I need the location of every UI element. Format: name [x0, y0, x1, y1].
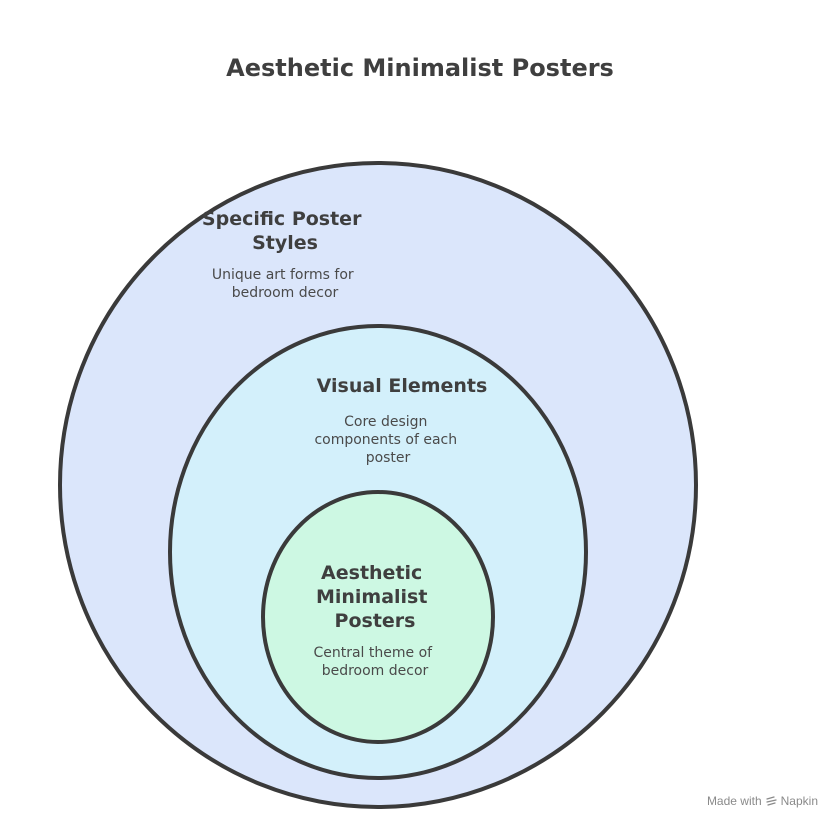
ring-middle-label-line-1: Visual Elements	[317, 375, 488, 397]
ring-inner-label: Aesthetic Minimalist Posters	[316, 562, 434, 632]
ring-inner: Aesthetic Minimalist Posters Central the…	[261, 490, 495, 744]
watermark-brand: Napkin	[780, 794, 818, 808]
ring-inner-label-line-3: Posters	[335, 610, 416, 632]
ring-outer-desc: Unique art forms for bedroom decor	[212, 267, 358, 301]
ring-middle-desc-line-3: poster	[366, 450, 411, 466]
ring-middle-desc: Core design components of each poster	[314, 414, 461, 466]
ring-inner-shape	[261, 490, 495, 744]
ring-outer-label-line-2: Styles	[252, 232, 318, 254]
ring-outer-desc-line-2: bedroom decor	[232, 285, 339, 301]
ring-inner-desc-line-2: bedroom decor	[322, 663, 429, 679]
ring-middle-desc-line-2: components of each	[314, 432, 457, 448]
ring-middle-desc-line-1: Core design	[344, 414, 427, 430]
ring-inner-label-line-1: Aesthetic	[321, 562, 422, 584]
watermark-prefix: Made with	[706, 794, 762, 808]
ring-middle-label: Visual Elements	[317, 375, 488, 397]
napkin-watermark: Made with Napkin	[707, 794, 818, 808]
napkin-logo-icon	[765, 795, 777, 806]
diagram-title: Aesthetic Minimalist Posters	[226, 54, 614, 82]
ring-inner-label-line-2: Minimalist	[316, 586, 428, 608]
ring-inner-desc: Central theme of bedroom decor	[313, 645, 436, 679]
ring-inner-desc-line-1: Central theme of	[313, 645, 433, 661]
ring-outer-label-line-1: Specific Poster	[202, 208, 362, 230]
ring-outer-desc-line-1: Unique art forms for	[212, 267, 354, 283]
ring-outer-label: Specific Poster Styles	[202, 208, 368, 254]
